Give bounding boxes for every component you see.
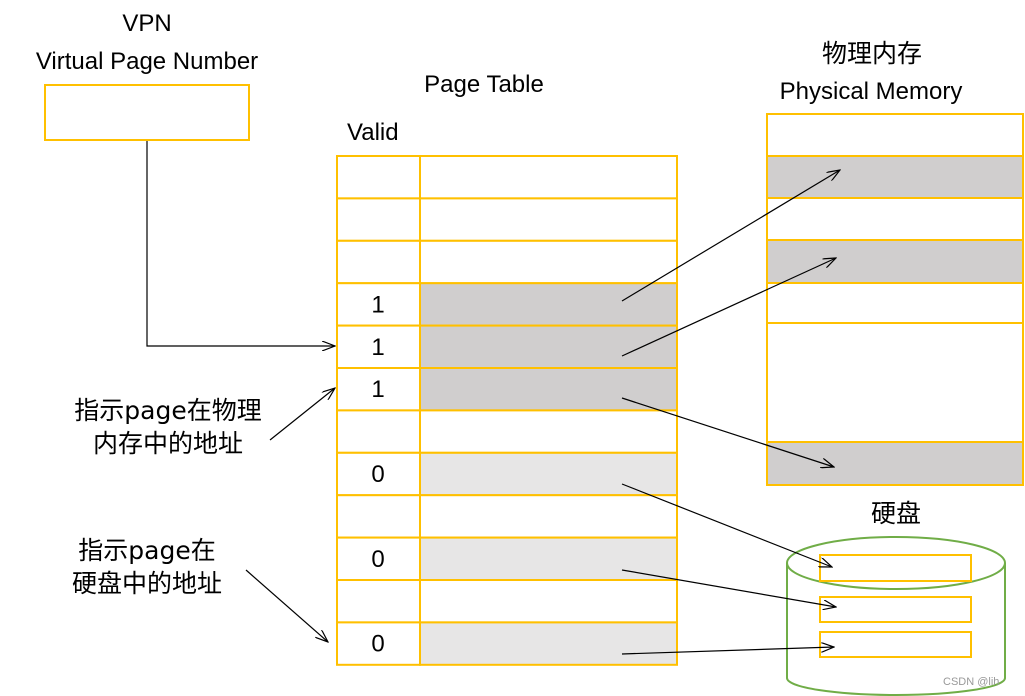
- vpn-title: VPN: [122, 10, 171, 37]
- address-cell: [419, 409, 678, 454]
- disk-block: [819, 554, 972, 582]
- mapping-arrows: [621, 170, 840, 655]
- valid-header: Valid: [347, 119, 399, 146]
- address-cell: [419, 239, 678, 285]
- address-cell: [419, 367, 678, 412]
- disk-address-label-line1: 指示page在: [78, 536, 215, 565]
- physical-memory-title-cn: 物理内存: [822, 39, 922, 68]
- valid-bit: 0: [371, 546, 384, 573]
- vpn-arrow: [146, 141, 335, 346]
- page-table-row: 0: [336, 621, 678, 666]
- address-cell: [419, 536, 678, 581]
- valid-bit: 0: [371, 461, 384, 488]
- address-cell: [419, 621, 678, 666]
- address-cell: [419, 451, 678, 497]
- disk-cylinder: [786, 536, 1006, 696]
- page-table-row: 1: [336, 282, 678, 327]
- disk-block: [819, 631, 972, 658]
- memory-address-label-line1: 指示page在物理: [74, 396, 261, 425]
- valid-cell: [336, 409, 421, 454]
- valid-cell: [336, 621, 421, 666]
- memory-label-arrow: [269, 388, 335, 441]
- valid-cell: [336, 494, 421, 539]
- page-table-row: [336, 409, 678, 454]
- page-table-row: 1: [336, 324, 678, 370]
- address-cell: [419, 282, 678, 327]
- page-table-row: 0: [336, 451, 678, 497]
- page-table-row: [336, 494, 678, 539]
- address-cell: [419, 197, 678, 242]
- page-table: 1 1 1 0 0 0: [336, 155, 678, 666]
- memory-frame: [766, 155, 1024, 199]
- physical-memory-title-en: Physical Memory: [780, 78, 963, 105]
- address-cell: [419, 155, 678, 200]
- page-table-title: Page Table: [424, 71, 544, 98]
- address-cell: [419, 494, 678, 539]
- valid-bit: 0: [371, 631, 384, 658]
- page-table-row: [336, 197, 678, 242]
- valid-cell: [336, 239, 421, 285]
- page-table-row: [336, 239, 678, 285]
- vpn-box: [44, 84, 250, 141]
- disk-address-label-line2: 硬盘中的地址: [72, 569, 222, 598]
- page-table-row: [336, 155, 678, 200]
- valid-bit: 1: [371, 334, 384, 361]
- valid-cell: [336, 197, 421, 242]
- disk-label-arrow: [245, 569, 328, 642]
- page-table-row: [336, 579, 678, 624]
- page-table-row: 1: [336, 367, 678, 412]
- memory-frame: [766, 282, 1024, 324]
- address-cell: [419, 579, 678, 624]
- vpn-subtitle: Virtual Page Number: [36, 48, 258, 75]
- physical-memory: [766, 113, 1024, 486]
- memory-frame: [766, 113, 1024, 157]
- address-cell: [419, 324, 678, 370]
- valid-cell: [336, 155, 421, 200]
- disk-title: 硬盘: [871, 499, 921, 528]
- watermark: CSDN @lih: [943, 676, 999, 688]
- memory-frame: [766, 441, 1024, 486]
- valid-cell: [336, 282, 421, 327]
- valid-cell: [336, 579, 421, 624]
- memory-frame: [766, 197, 1024, 241]
- valid-bit: 1: [371, 376, 384, 403]
- memory-frame: [766, 322, 1024, 443]
- valid-bit: 1: [371, 291, 384, 318]
- memory-address-label-line2: 内存中的地址: [93, 429, 243, 458]
- disk-block: [819, 596, 972, 623]
- memory-frame: [766, 239, 1024, 284]
- page-table-row: 0: [336, 536, 678, 581]
